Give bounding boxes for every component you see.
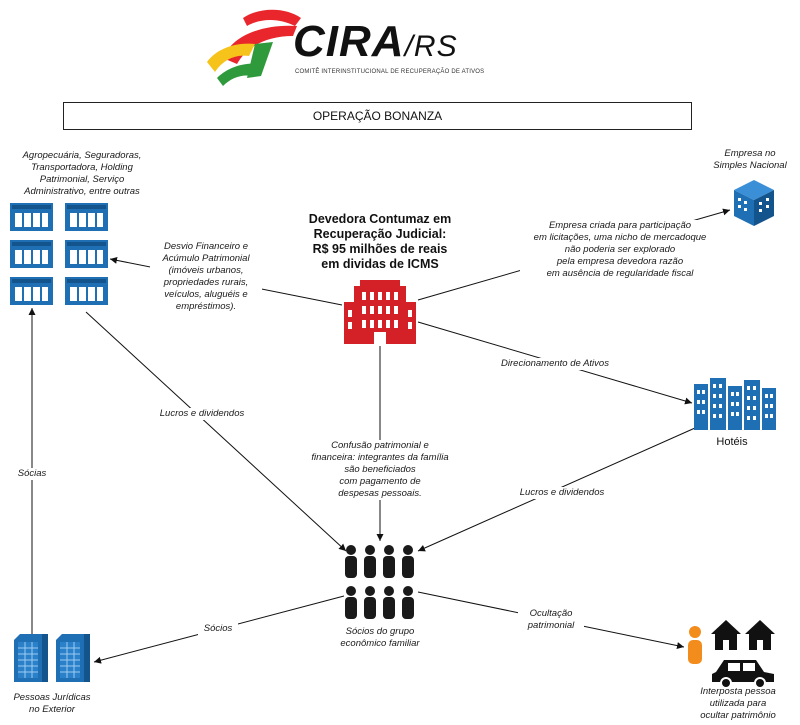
house-icon xyxy=(711,620,741,650)
family-partners-icon xyxy=(345,545,414,619)
page-title: OPERAÇÃO BONANZA xyxy=(63,102,692,130)
house-icon xyxy=(745,620,775,650)
front-person-icon xyxy=(688,626,702,664)
edge-label-partners-left: Sócias xyxy=(14,468,50,480)
edge-label-asset-hiding: Ocultação patrimonial xyxy=(518,608,584,632)
family-partners-label: Sócios do grupo econômico familiar xyxy=(340,626,420,649)
building-icon xyxy=(65,203,108,231)
building-icon xyxy=(65,277,108,305)
main-debtor-label: Devedora Contumaz em Recuperação Judicia… xyxy=(308,212,452,271)
hotels-label: Hotéis xyxy=(716,436,748,448)
building-icon xyxy=(65,240,108,268)
edge-label-profits-companies: Lucros e dividendos xyxy=(152,408,252,420)
building-icon xyxy=(10,240,53,268)
simples-company-label: Empresa no Simples Nacional xyxy=(713,148,787,171)
debtor-building-icon xyxy=(344,280,416,344)
simples-company-icon xyxy=(734,180,774,226)
logo-wordmark: CIRA/RS xyxy=(293,17,458,66)
logo-subtitle: COMITÊ INTERINSTITUCIONAL DE RECUPERAÇÃO… xyxy=(295,69,485,75)
edge-label-financial-diversion: Desvio Financeiro e Acúmulo Patrimonial … xyxy=(150,241,262,313)
building-icon xyxy=(10,277,53,305)
edge-label-asset-direction: Direcionamento de Ativos xyxy=(495,358,615,370)
edge-label-profits-hotels: Lucros e dividendos xyxy=(512,487,612,499)
building-icon xyxy=(10,203,53,231)
car-icon xyxy=(712,660,774,689)
foreign-companies-label: Pessoas Jurídicas no Exterior xyxy=(13,692,91,715)
hotels-icon xyxy=(694,378,776,430)
cira-logo: CIRA/RS COMITÊ INTERINSTITUCIONAL DE REC… xyxy=(195,6,525,92)
edge-label-asset-confusion: Confusão patrimonial e financeira: integ… xyxy=(305,440,455,500)
foreign-companies-icon xyxy=(14,634,90,682)
edge-label-partners-foreign: Sócios xyxy=(198,623,238,635)
cira-emblem-icon xyxy=(207,9,301,86)
companies-icon-group xyxy=(10,203,108,305)
edge-label-simples-creation: Empresa criada para participação em lici… xyxy=(520,220,720,280)
edge-profits-companies xyxy=(85,311,347,552)
front-person-label: Interposta pessoa utilizada para ocultar… xyxy=(700,686,776,721)
companies-group-label: Agropecuária, Seguradoras, Transportador… xyxy=(22,150,142,197)
